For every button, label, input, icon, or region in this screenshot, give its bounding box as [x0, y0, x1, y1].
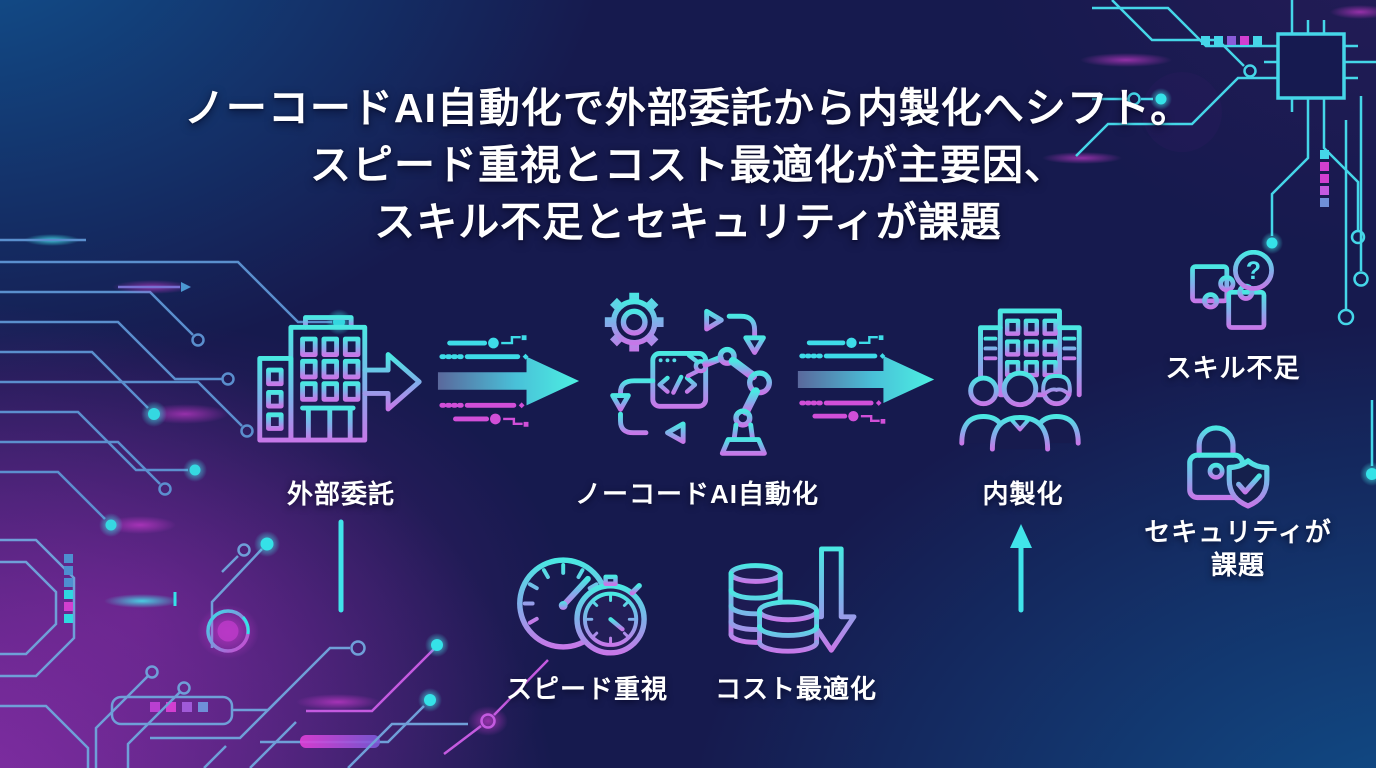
robot-automation-icon — [597, 281, 783, 467]
title-line-3: スキル不足とセキュリティが課題 — [374, 199, 1002, 245]
speedometer-stopwatch-icon — [504, 544, 652, 665]
challenge-security-label-line2: 課題 — [1210, 550, 1265, 580]
lock-shield-icon — [1186, 423, 1280, 510]
flow-via-label: ノーコードAI自動化 — [574, 479, 819, 509]
flow-to-label: 内製化 — [982, 479, 1064, 509]
challenge-skill-label: スキル不足 — [1165, 353, 1301, 383]
team-building-icon — [946, 306, 1094, 456]
factor-cost-label: コスト最適化 — [714, 674, 877, 704]
circuit-flow-arrow-icon — [436, 334, 582, 428]
coins-down-arrow-icon — [726, 544, 859, 664]
connector-arrow-up — [874, 517, 1036, 619]
office-building-icon — [252, 296, 427, 452]
circuit-flow-arrow-icon — [796, 334, 937, 425]
puzzle-question-icon: ? — [1183, 250, 1283, 346]
title-line-2: スピード重視とコスト最適化が主要因、 — [310, 142, 1066, 188]
challenge-security-label: セキュリティが 課題 — [1133, 516, 1343, 582]
page-title: ノーコードAI自動化で外部委託から内製化へシフト。 スピード重視とコスト最適化が… — [0, 80, 1376, 251]
svg-text:?: ? — [1246, 258, 1261, 285]
title-line-1: ノーコードAI自動化で外部委託から内製化へシフト。 — [183, 85, 1193, 131]
flow-from-label: 外部委託 — [286, 479, 395, 509]
arrow-up-head — [1010, 524, 1032, 548]
factor-speed-label: スピード重視 — [505, 674, 668, 704]
connector-line-left — [328, 517, 500, 619]
challenge-security-label-line1: セキュリティが — [1144, 517, 1332, 547]
gear-icon — [604, 292, 664, 352]
